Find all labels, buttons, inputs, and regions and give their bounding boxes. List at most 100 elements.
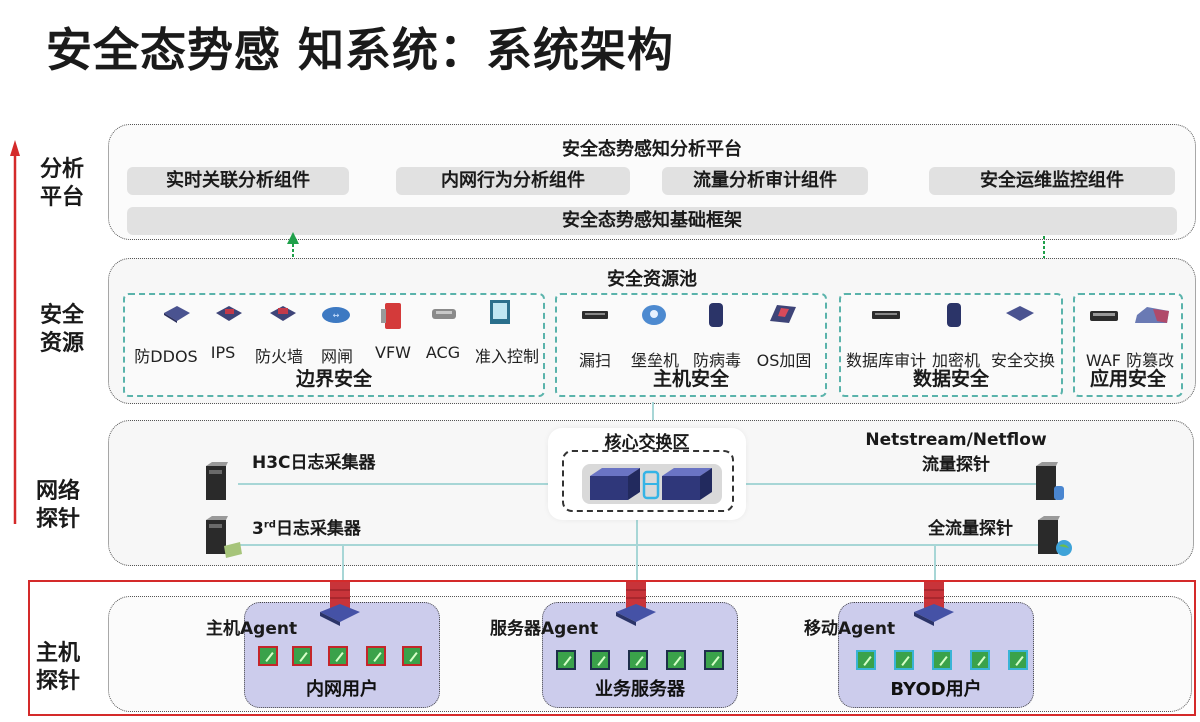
resource-pool-heading: 安全资源池	[607, 269, 697, 290]
layer-label-network: 网络探针	[35, 479, 80, 532]
connector-h3c-core	[238, 483, 568, 485]
group-title-boundary: 边界安全	[295, 368, 372, 390]
analysis-platform-panel: 安全态势感知分析平台 实时关联分析组件 内网行为分析组件 流量分析审计组件 安全…	[108, 124, 1196, 240]
ips-device-icon	[216, 306, 242, 321]
mobile-user-icon	[932, 650, 952, 670]
desktop-pc-icon	[258, 646, 278, 666]
item-db-audit: 数据库审计	[845, 351, 926, 370]
cluster-title-servers: 业务服务器	[595, 679, 685, 700]
connector-to-server-cluster	[636, 514, 638, 594]
item-antivirus: 防病毒	[692, 351, 741, 370]
component-traffic-audit: 流量分析审计组件	[662, 167, 868, 195]
full-traffic-probe-icon	[1038, 516, 1072, 556]
netflow-probe-server-icon	[1036, 462, 1064, 500]
server-devices	[552, 640, 732, 674]
connector-core-netflow	[734, 483, 1036, 485]
group-boundary-security: ↔ 防DDOS IPS 防火墙 网闸 VFW ACG 准入控制 边界安全	[123, 293, 545, 397]
waf-icon	[1090, 311, 1118, 321]
connector-to-host-cluster	[342, 544, 344, 594]
cluster-title-intranet: 内网用户	[306, 679, 378, 700]
core-zone-border	[562, 450, 734, 512]
item-bastion: 堡垒机	[630, 351, 679, 370]
acg-icon	[432, 309, 456, 319]
item-anti-ddos: 防DDOS	[134, 347, 198, 366]
host-agent-label: 主机Agent	[206, 619, 298, 639]
server-agent-label: 服务器Agent	[490, 619, 599, 639]
item-os-hardening: OS加固	[756, 351, 812, 370]
connector-core-to-pool	[652, 402, 654, 426]
mobile-user-icon	[894, 650, 914, 670]
analysis-platform-heading: 安全态势感知分析平台	[562, 139, 742, 160]
server-icon	[704, 650, 724, 670]
encryptor-icon	[947, 303, 961, 327]
ddos-device-icon	[164, 306, 190, 323]
antivirus-icon	[709, 303, 723, 327]
desktop-pc-icon	[366, 646, 386, 666]
layer-label-resources: 安全资源	[39, 303, 84, 356]
server-agent-firewall-switch-icon	[616, 582, 656, 626]
netflow-probe-label: Netstream/Netflow 流量探针	[865, 430, 1047, 475]
gatekeeper-icon: ↔	[322, 307, 350, 323]
intranet-devices	[252, 640, 432, 670]
component-realtime-correlation: 实时关联分析组件	[127, 167, 349, 195]
anti-tamper-icon	[1135, 307, 1169, 323]
group-app-security: WAF 防篡改 应用安全	[1073, 293, 1183, 397]
item-secure-exchange: 安全交换	[990, 351, 1055, 370]
access-control-icon	[490, 300, 510, 324]
mobile-user-icon	[970, 650, 990, 670]
page-title: 安全态势感 知系统：系统架构	[46, 23, 675, 77]
item-acg: ACG	[425, 343, 461, 362]
svg-text:↔: ↔	[333, 311, 340, 320]
item-anti-tamper: 防篡改	[1126, 351, 1175, 370]
mobile-user-icon	[1008, 650, 1028, 670]
db-audit-icon	[872, 311, 900, 319]
desktop-pc-icon	[402, 646, 422, 666]
component-ops-monitoring: 安全运维监控组件	[929, 167, 1175, 195]
desktop-pc-icon	[292, 646, 312, 666]
server-icon	[628, 650, 648, 670]
byod-devices	[842, 640, 1032, 674]
core-switch-pair-icon	[582, 464, 722, 504]
core-switch-zone: 核心交换区	[548, 428, 746, 520]
server-icon	[666, 650, 686, 670]
group-title-app: 应用安全	[1089, 368, 1166, 390]
item-vuln-scan: 漏扫	[578, 351, 611, 370]
component-intranet-behavior: 内网行为分析组件	[396, 167, 630, 195]
layer-label-host: 主机探针	[35, 641, 80, 694]
item-ips: IPS	[210, 343, 236, 362]
third-party-log-collector-icon	[206, 516, 242, 558]
connector-to-byod-cluster	[934, 544, 936, 594]
cluster-title-byod: BYOD用户	[890, 679, 982, 700]
group-title-host: 主机安全	[652, 368, 729, 390]
host-agent-firewall-switch-icon	[320, 582, 360, 626]
third-party-log-collector-label: 3rd日志采集器	[252, 519, 361, 539]
log-collector-server-icon	[206, 462, 228, 500]
mobile-agent-label: 移动Agent	[804, 619, 896, 639]
item-waf-anti-tamper: WAF 防篡改	[1079, 347, 1181, 371]
secure-exchange-icon	[1006, 306, 1034, 321]
host-probe-highlight-frame	[28, 580, 1196, 716]
desktop-pc-icon	[328, 646, 348, 666]
vuln-scanner-icon	[582, 311, 608, 319]
firewall-device-icon	[270, 306, 296, 321]
layer-label-analysis: 分析平台	[39, 157, 84, 210]
item-vfw: VFW	[375, 343, 411, 362]
layer-flow-arrow-icon	[10, 140, 20, 524]
server-icon	[556, 650, 576, 670]
core-zone-label: 核心交换区	[604, 433, 690, 453]
mobile-agent-firewall-switch-icon	[914, 582, 954, 626]
group-host-security: 漏扫 堡垒机 防病毒 OS加固 主机安全	[555, 293, 827, 397]
item-waf: WAF	[1085, 351, 1121, 370]
group-data-security: 数据库审计 加密机 安全交换 数据安全	[839, 293, 1063, 397]
mobile-user-icon	[856, 650, 876, 670]
item-access-control: 准入控制	[474, 347, 539, 366]
full-traffic-probe-label: 全流量探针	[928, 519, 1013, 539]
group-title-data: 数据安全	[912, 368, 989, 390]
item-gatekeeper: 网闸	[320, 347, 353, 366]
resource-pool-panel: 安全资源池 ↔ 防DDOS IPS 防火墙 网闸 VFW ACG 准入控制 边界…	[108, 258, 1196, 404]
item-firewall: 防火墙	[254, 347, 303, 366]
foundation-framework-bar: 安全态势感知基础框架	[127, 207, 1177, 235]
item-encryptor: 加密机	[931, 351, 980, 370]
bastion-host-icon	[642, 305, 666, 325]
connector-bottom-bus	[238, 544, 1038, 546]
